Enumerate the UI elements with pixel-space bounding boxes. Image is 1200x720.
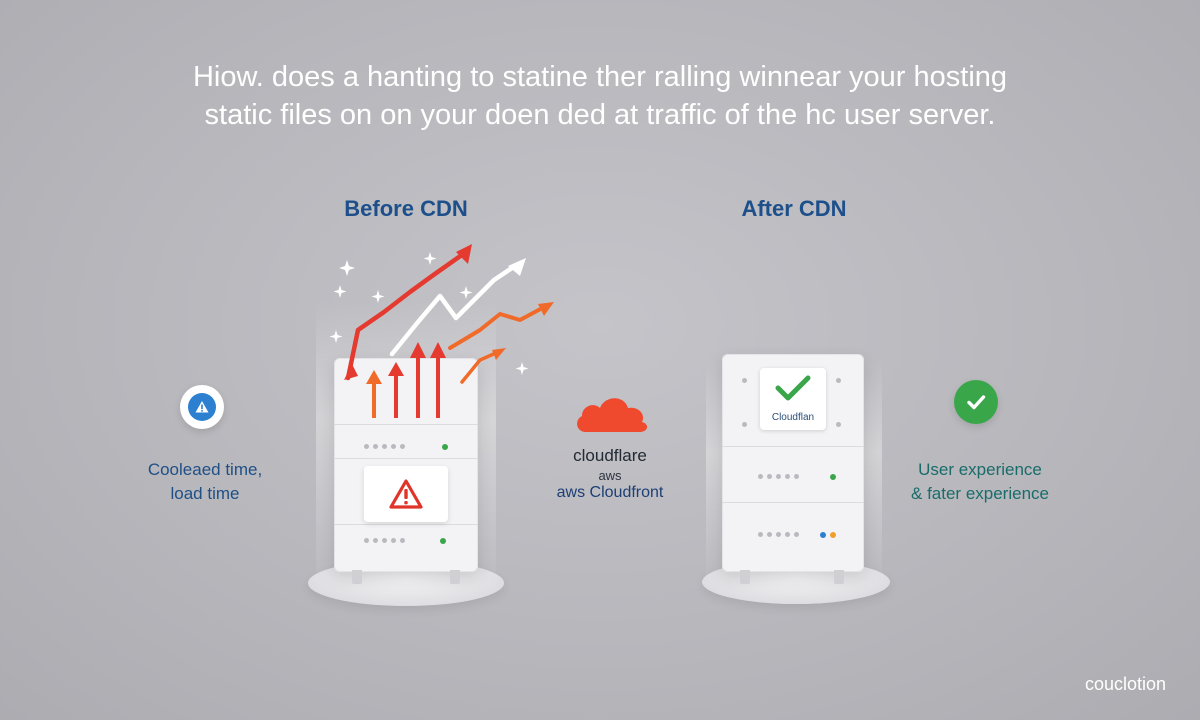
before-cdn-title: Before CDN: [344, 196, 468, 221]
before-server: [334, 358, 478, 584]
server-foot: [740, 570, 750, 584]
vendor-cloudflare: cloudflare: [573, 446, 647, 465]
warning-icon: [188, 393, 216, 421]
server-vent-dots: [758, 474, 799, 479]
headline-line-2: static files on on your doen ded at traf…: [204, 99, 996, 131]
vendor-aws: aws: [598, 468, 622, 483]
after-server: Cloudflan: [722, 354, 864, 584]
after-status-line-2: & fater experience: [911, 484, 1049, 503]
before-status-line-2: load time: [170, 484, 240, 503]
server-divider: [722, 446, 864, 447]
after-status-text: User experience & fater experience: [880, 458, 1080, 506]
server-divider: [334, 524, 478, 525]
server-foot: [352, 570, 362, 584]
check-icon: [775, 375, 811, 401]
cloud-icon: [577, 398, 648, 432]
cdn-panel: Cloudflan: [760, 368, 826, 430]
headline: Hiow. does a hanting to statine ther ral…: [150, 58, 1050, 134]
after-status-line-1: User experience: [918, 460, 1042, 479]
status-led: [440, 538, 446, 544]
check-icon: [954, 380, 998, 424]
arrow-up-icon: [366, 342, 446, 418]
alert-panel: [364, 466, 448, 522]
cdn-panel-label: Cloudflan: [771, 412, 815, 423]
vendor-cloudfront: aws Cloudfront: [556, 484, 664, 501]
server-divider: [334, 424, 478, 425]
status-led: [442, 444, 448, 450]
server-vent-dots: [742, 378, 747, 383]
watermark: couclotion: [1084, 674, 1166, 694]
traffic-arrows: [329, 244, 554, 418]
server-foot: [834, 570, 844, 584]
server-vent-dots: [758, 532, 799, 537]
server-vent-dots: [364, 538, 405, 543]
server-divider: [334, 458, 478, 459]
server-vent-dots: [836, 422, 841, 427]
sparkle-icon: [329, 252, 529, 375]
alert-triangle-icon: [389, 479, 423, 509]
headline-line-1: Hiow. does a hanting to statine ther ral…: [192, 61, 1008, 93]
status-led: [830, 474, 836, 480]
server-divider: [722, 502, 864, 503]
before-status-line-1: Cooleaed time,: [147, 460, 263, 479]
before-status-text: Cooleaed time, load time: [120, 458, 290, 506]
status-led: [830, 532, 836, 538]
server-vent-dots: [836, 378, 841, 383]
after-cdn-title: After CDN: [741, 196, 847, 221]
warning-badge: [180, 385, 224, 429]
server-vent-dots: [364, 444, 405, 449]
server-foot: [450, 570, 460, 584]
status-led: [820, 532, 826, 538]
server-vent-dots: [742, 422, 747, 427]
